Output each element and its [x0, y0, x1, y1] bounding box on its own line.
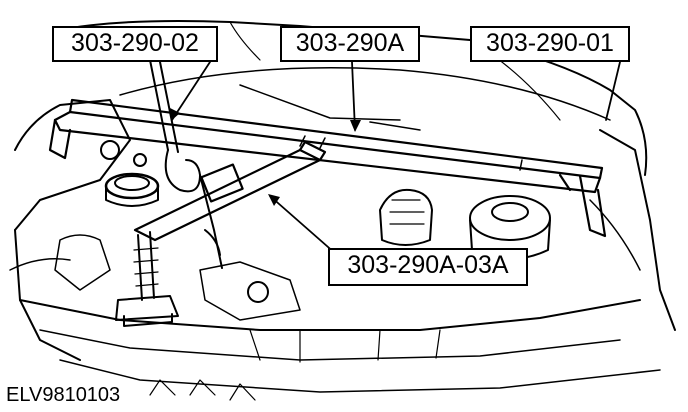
- lifting-hook: [149, 59, 223, 269]
- left-strut-cap: [104, 172, 160, 200]
- right-fender: [599, 129, 676, 331]
- front-panel: [19, 299, 641, 331]
- callout-303-290a: 303-290A: [280, 26, 420, 62]
- hood-inner: [119, 67, 611, 121]
- right-strut-tower: [469, 195, 551, 241]
- callout-303-290-01: 303-290-01: [470, 26, 630, 62]
- lifting-bracket-crossmember: [133, 140, 327, 242]
- leader-lines: [171, 61, 621, 255]
- callout-303-290a-03a: 303-290A-03A: [328, 248, 528, 286]
- lifting-bracket-crossbar: [48, 98, 607, 238]
- lifting-screw: [115, 231, 179, 327]
- left-fender: [14, 99, 131, 231]
- reservoir: [379, 188, 433, 246]
- figure-id: ELV9810103: [6, 384, 121, 406]
- callout-303-290-02: 303-290-02: [52, 26, 218, 62]
- wiper: [239, 84, 401, 121]
